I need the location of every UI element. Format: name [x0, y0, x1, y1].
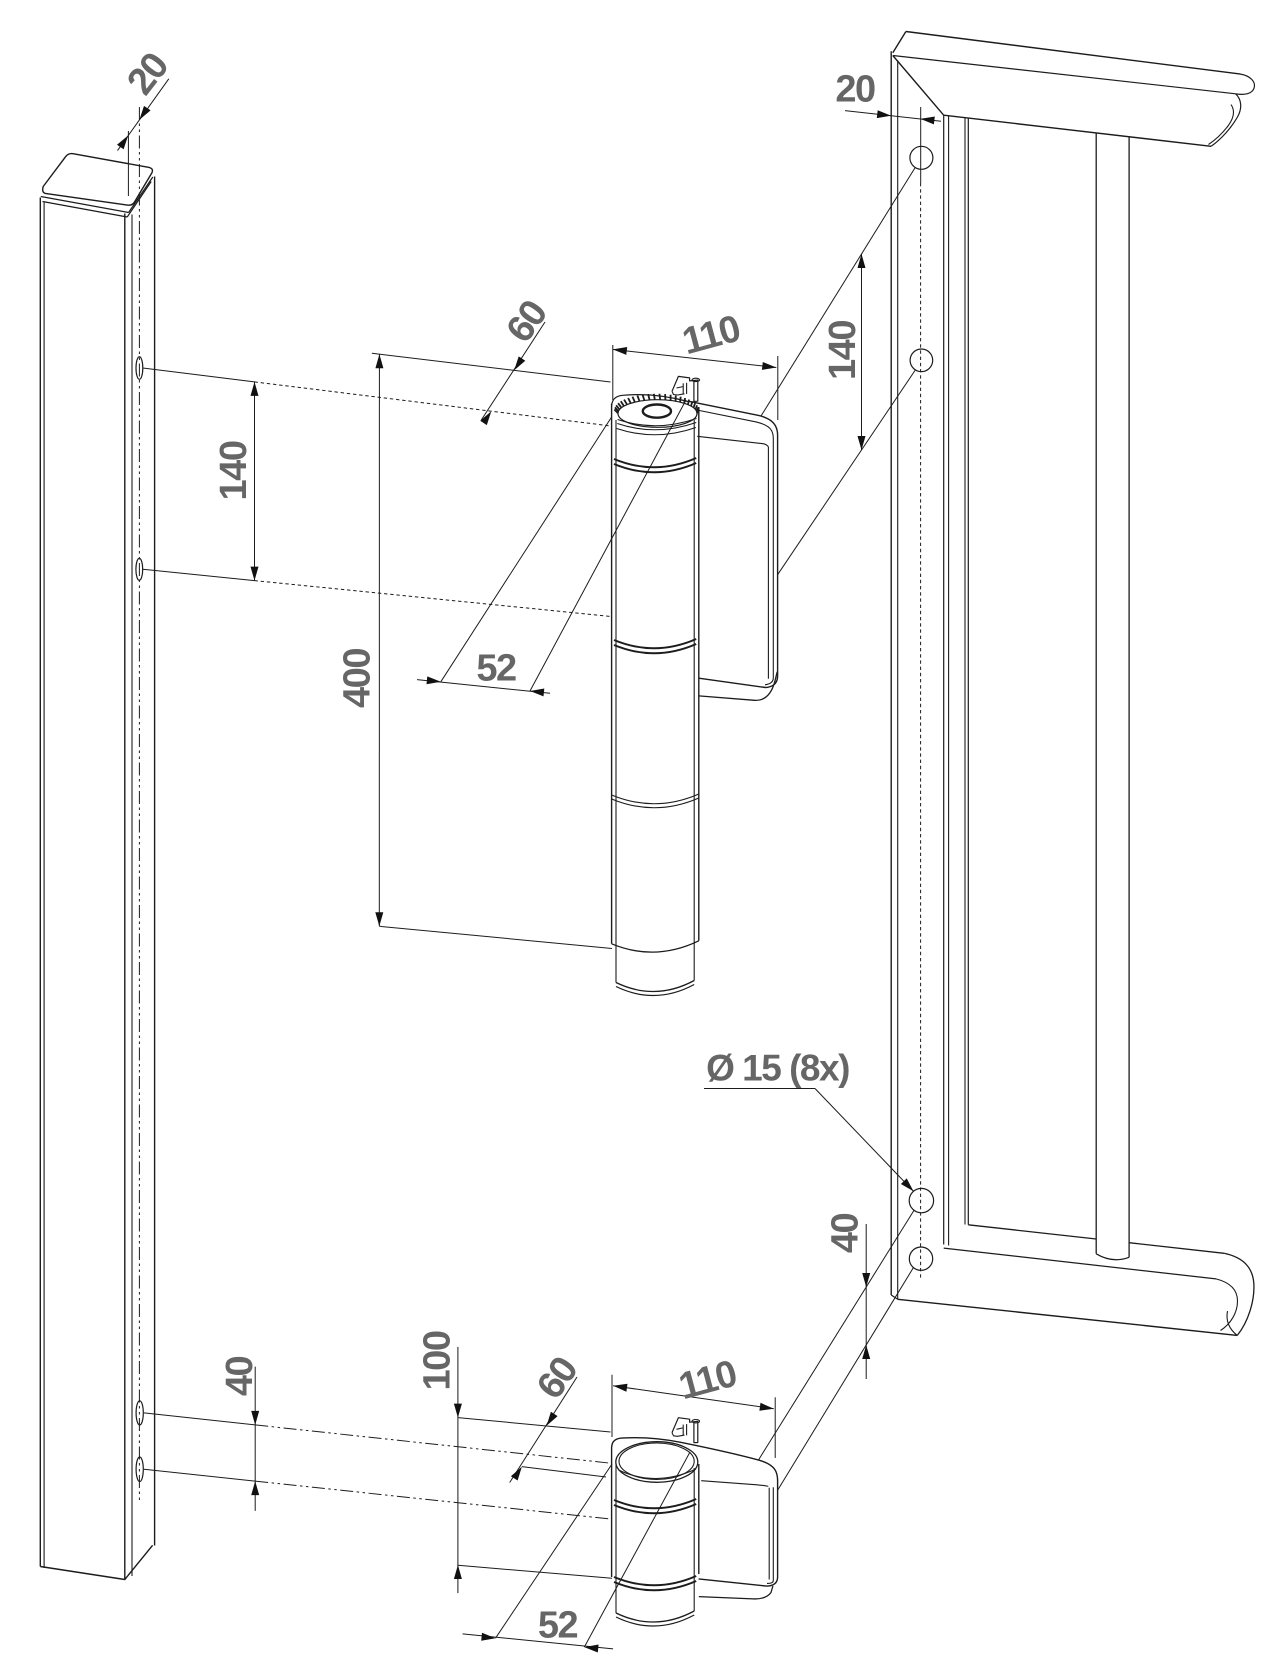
svg-text:40: 40: [825, 1214, 867, 1254]
svg-text:52: 52: [476, 648, 516, 690]
svg-text:40: 40: [219, 1357, 261, 1397]
svg-text:140: 140: [822, 321, 864, 380]
svg-text:20: 20: [835, 69, 875, 111]
svg-text:400: 400: [337, 649, 379, 708]
svg-text:52: 52: [538, 1605, 578, 1647]
svg-text:Ø 15 (8x): Ø 15 (8x): [706, 1048, 849, 1089]
svg-text:100: 100: [417, 1331, 459, 1390]
svg-text:140: 140: [213, 441, 255, 500]
